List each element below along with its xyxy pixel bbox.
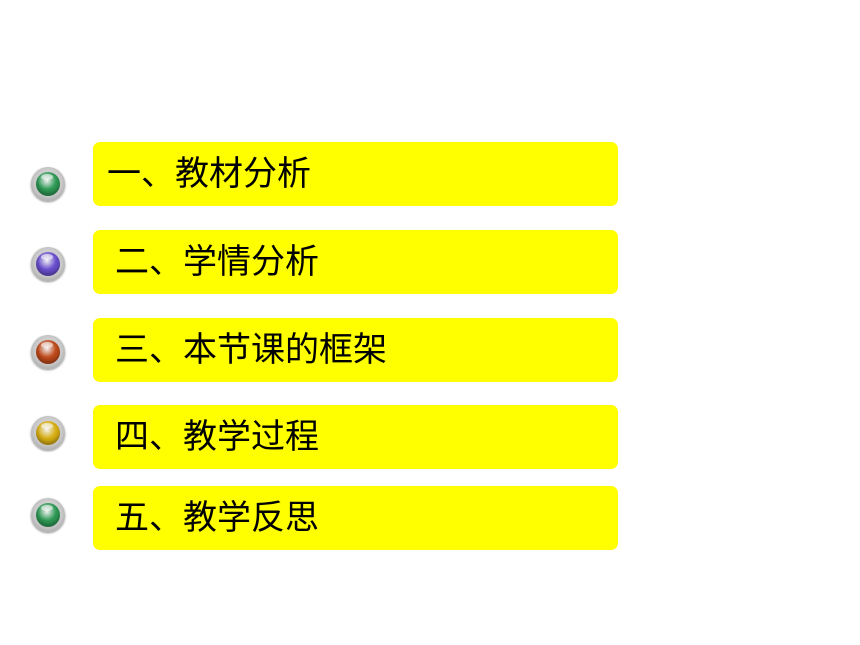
bullet-icon bbox=[31, 335, 65, 369]
outline-item-label: 一、教材分析 bbox=[107, 154, 311, 194]
bullet-shine bbox=[41, 423, 53, 429]
outline-item-3[interactable]: 三、本节课的框架 bbox=[93, 318, 618, 382]
bullet-shine bbox=[41, 174, 53, 180]
bullet-shine bbox=[41, 254, 53, 260]
bullet-icon bbox=[31, 167, 65, 201]
outline-item-5[interactable]: 五、教学反思 bbox=[93, 486, 618, 550]
outline-item-4[interactable]: 四、教学过程 bbox=[93, 405, 618, 469]
bullet-icon bbox=[31, 416, 65, 450]
outline-item-label: 二、学情分析 bbox=[115, 242, 319, 282]
bullet-shine bbox=[41, 342, 53, 348]
bullet-icon bbox=[31, 247, 65, 281]
outline-item-2[interactable]: 二、学情分析 bbox=[93, 230, 618, 294]
bullet-shine bbox=[41, 505, 53, 511]
bullet-icon bbox=[31, 498, 65, 532]
outline-item-1[interactable]: 一、教材分析 bbox=[93, 142, 618, 206]
outline-item-label: 三、本节课的框架 bbox=[115, 330, 387, 370]
outline-item-label: 五、教学反思 bbox=[115, 498, 319, 538]
outline-item-label: 四、教学过程 bbox=[115, 417, 319, 457]
